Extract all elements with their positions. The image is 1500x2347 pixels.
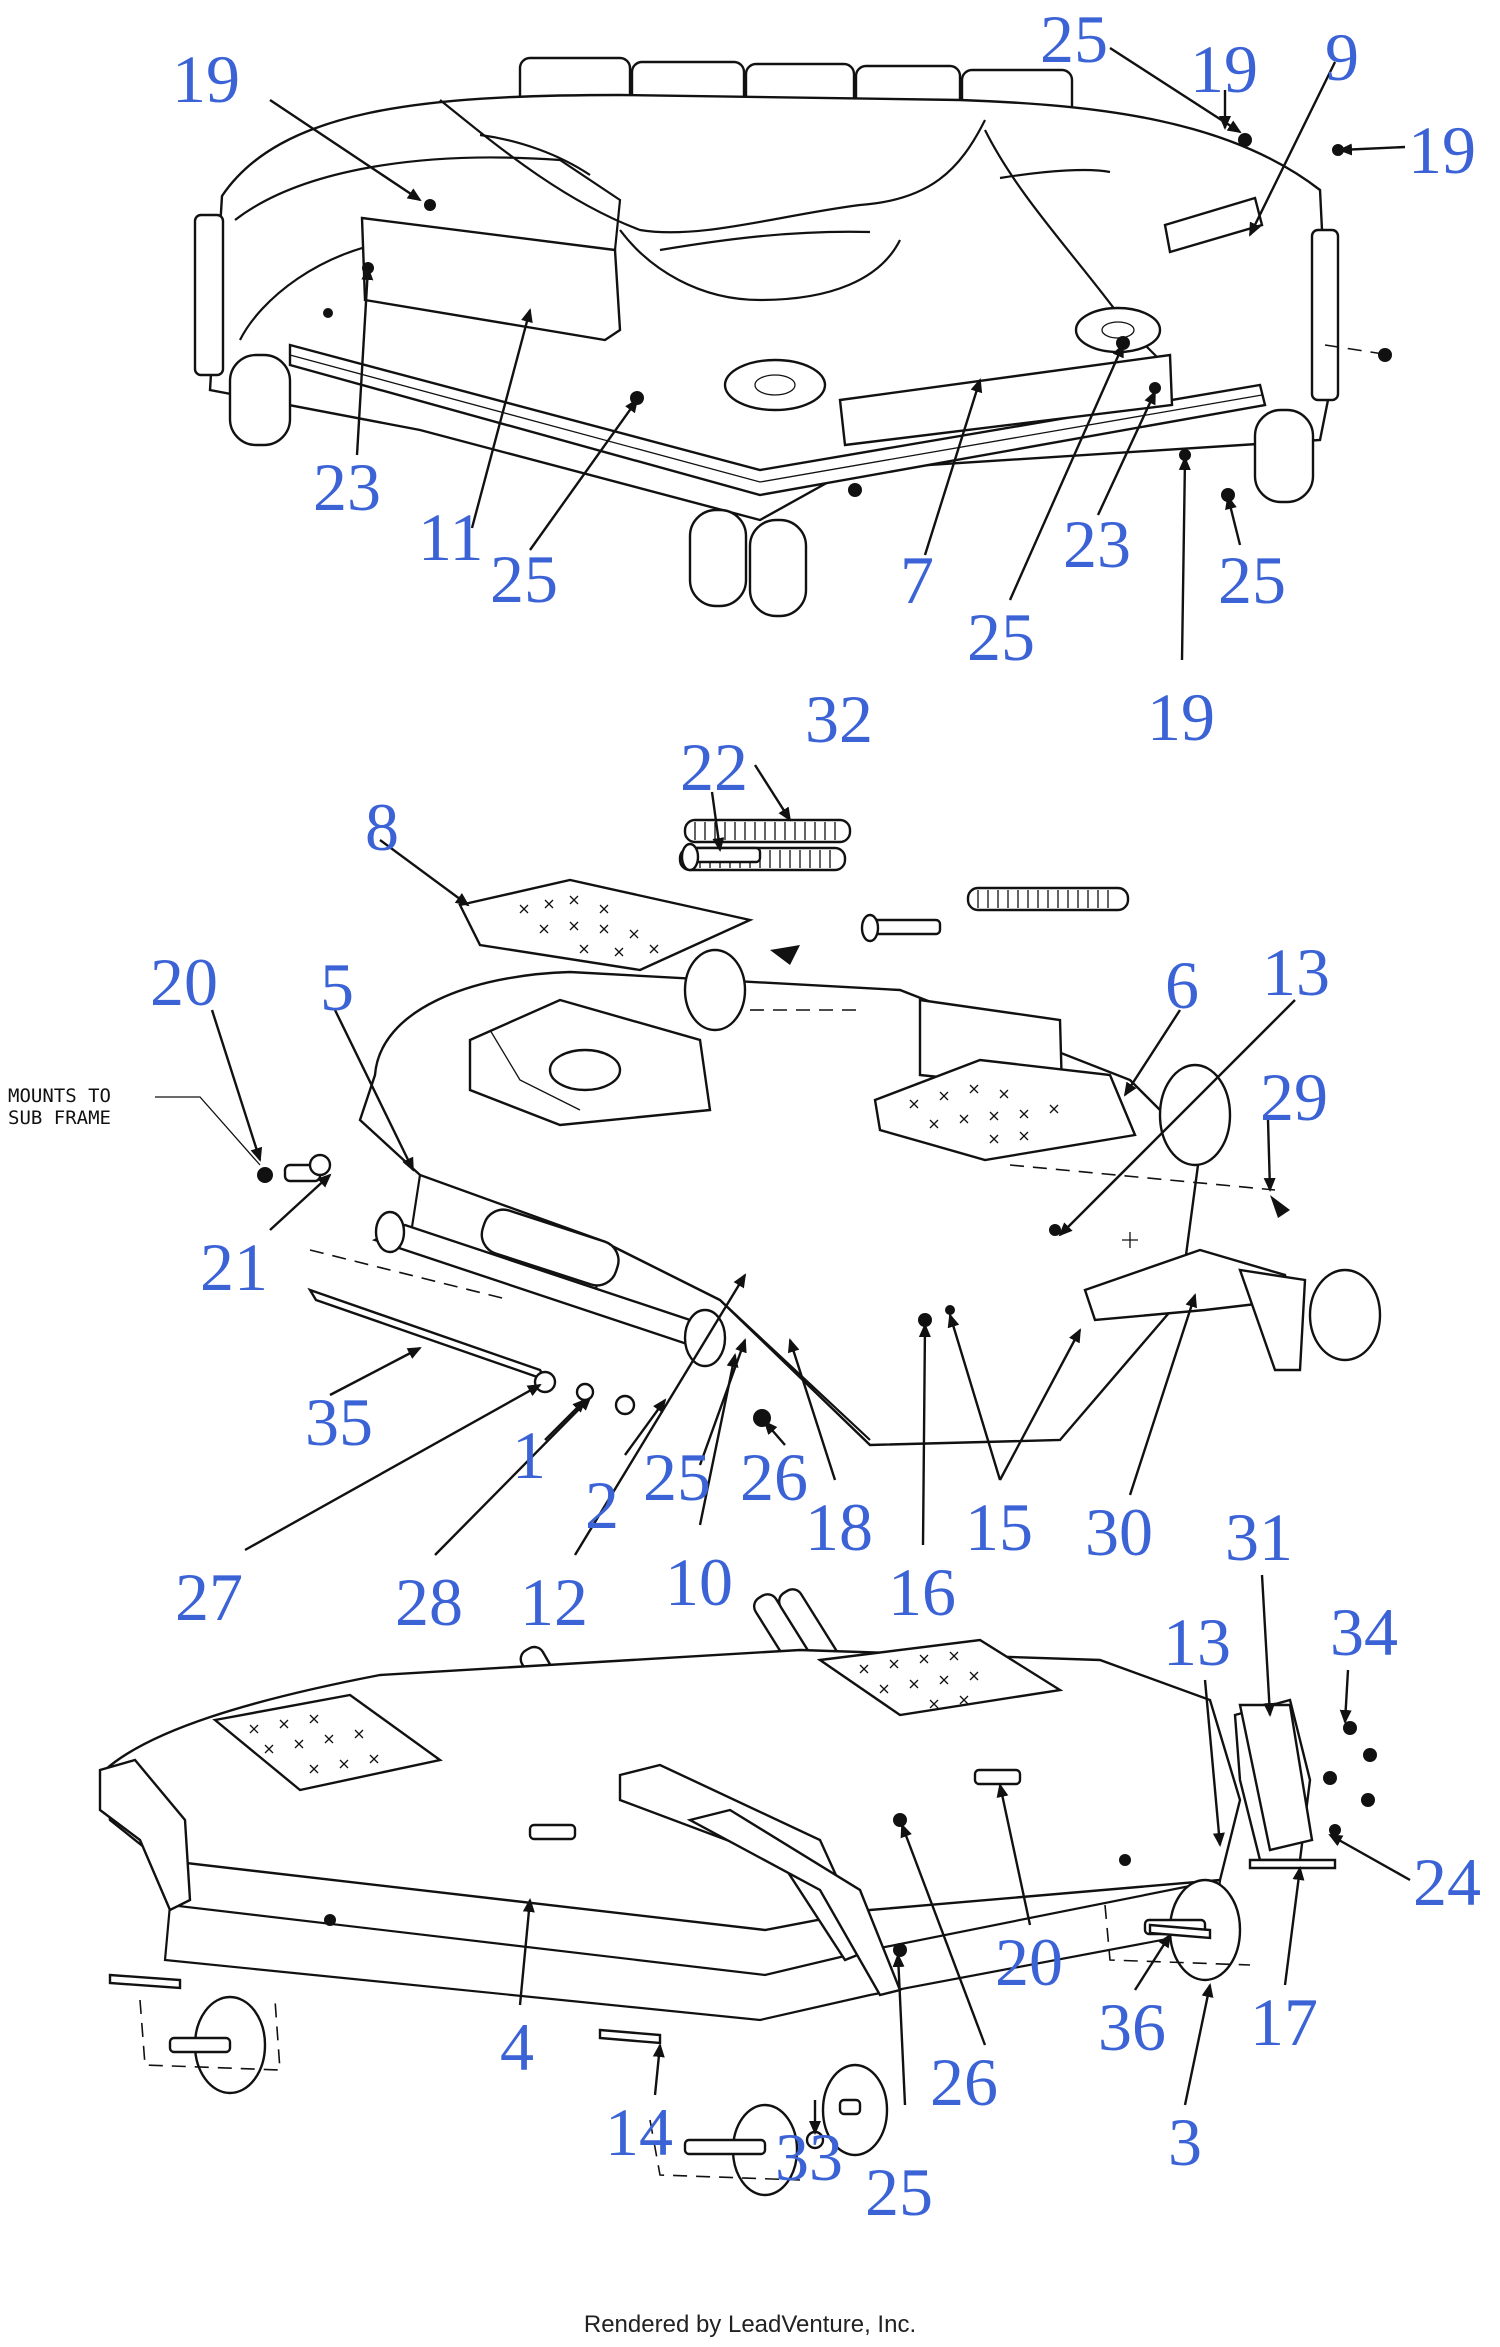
callout-label: 33	[775, 2119, 843, 2195]
callout-label: 20	[150, 944, 218, 1020]
callout-label: 1	[512, 1417, 546, 1493]
top-wheels	[193, 213, 1340, 618]
callout-label: 22	[680, 729, 748, 805]
callout-label: 17	[1250, 1984, 1318, 2060]
mounts-to-sub-frame-note: MOUNTS TO SUB FRAME	[8, 1085, 261, 1166]
callout-label: 15	[965, 1489, 1033, 1565]
callout-label: 11	[418, 499, 483, 575]
callout-label: 31	[1225, 1499, 1293, 1575]
callout-label: 25	[967, 599, 1035, 675]
callout-label: 23	[313, 449, 381, 525]
callout-label: 18	[805, 1489, 873, 1565]
top-deck-assembly: 19 25 19 9 19 23 11 25 7 23 25 25 19	[172, 1, 1476, 755]
callout-label: 25	[643, 1439, 711, 1515]
callout-label: 28	[395, 1564, 463, 1640]
callout-label: 32	[805, 681, 873, 757]
roller-assembly	[371, 1208, 727, 1368]
callout-label: 20	[995, 1924, 1063, 2000]
callout-label: 19	[172, 41, 240, 117]
callout-label: 8	[365, 789, 399, 865]
callout-label: 5	[320, 949, 354, 1025]
cover-plate-8-holes	[519, 895, 659, 957]
bottom-wheels	[168, 1878, 1242, 2197]
note-line-1: MOUNTS TO	[8, 1085, 111, 1107]
callout-label: 9	[1325, 19, 1359, 95]
callout-label: 12	[520, 1564, 588, 1640]
callout-label: 6	[1165, 947, 1199, 1023]
callout-label: 25	[865, 2154, 933, 2230]
callout-label: 7	[900, 542, 934, 618]
callout-label: 16	[888, 1554, 956, 1630]
callout-label: 21	[200, 1229, 268, 1305]
callout-label: 29	[1260, 1059, 1328, 1135]
top-callouts: 19 25 19 9 19 23 11 25 7 23 25 25 19	[172, 1, 1476, 755]
callout-label: 4	[500, 2009, 534, 2085]
callout-label: 25	[1040, 1, 1108, 77]
bottom-deck-assembly: 31 13 34 24 17 36 20 26 4 14 33 25 3	[98, 1499, 1481, 2230]
note-line-2: SUB FRAME	[8, 1107, 111, 1129]
callout-label: 10	[665, 1544, 733, 1620]
middle-leaders	[210, 764, 1296, 1556]
callout-label: 13	[1262, 934, 1330, 1010]
callout-label: 27	[175, 1559, 243, 1635]
callout-label: 24	[1413, 1844, 1481, 1920]
middle-callouts: 32 22 8 5 20 6 13 29 21 35 27 1 28 2 12 …	[150, 681, 1330, 1640]
callout-label: 26	[740, 1439, 808, 1515]
callout-label: 35	[305, 1384, 373, 1460]
footer-credit: Rendered by LeadVenture, Inc.	[584, 2311, 916, 2338]
callout-label: 19	[1190, 31, 1258, 107]
callout-label: 36	[1098, 1989, 1166, 2065]
callout-label: 3	[1168, 2104, 1202, 2180]
cover-plate-8	[458, 878, 754, 972]
callout-label: 34	[1330, 1594, 1398, 1670]
callout-label: 19	[1147, 679, 1215, 755]
callout-label: 30	[1085, 1494, 1153, 1570]
callout-label: 25	[1218, 542, 1286, 618]
callout-label: 13	[1163, 1604, 1231, 1680]
callout-label: 26	[930, 2044, 998, 2120]
bottom-callouts: 31 13 34 24 17 36 20 26 4 14 33 25 3	[500, 1499, 1481, 2230]
cover-plate-6	[873, 1058, 1137, 1162]
bottom-leaders	[518, 1574, 1411, 2135]
top-leaders	[269, 46, 1406, 661]
middle-deck-assembly: MOUNTS TO SUB FRAME	[8, 681, 1382, 1640]
callout-label: 2	[585, 1467, 619, 1543]
springs-32	[678, 818, 1130, 943]
callout-label: 14	[605, 2094, 673, 2170]
callout-label: 25	[490, 541, 558, 617]
middle-hardware	[257, 945, 1290, 1427]
callout-label: 23	[1063, 506, 1131, 582]
callout-label: 19	[1408, 112, 1476, 188]
